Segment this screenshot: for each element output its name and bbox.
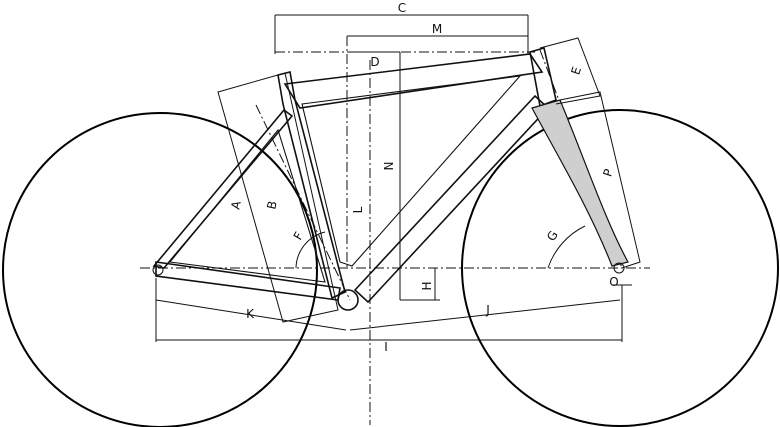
label-d: D [370, 55, 379, 69]
front-dropout [613, 262, 625, 274]
rear-triangle-inner [168, 128, 326, 283]
frame-inner-outline [301, 75, 522, 267]
fork [531, 99, 629, 267]
bottom-bracket [337, 289, 359, 311]
label-l: L [351, 206, 365, 213]
label-j: J [485, 303, 490, 317]
dim-e-box [539, 37, 601, 105]
label-p: P [600, 167, 616, 178]
head-tube [529, 46, 557, 108]
label-h: H [420, 281, 434, 290]
rear-dropout [152, 264, 164, 276]
label-i: I [384, 340, 388, 354]
dim-a-box [217, 72, 339, 323]
label-c: C [398, 1, 406, 15]
label-m: M [432, 22, 442, 36]
label-g: G [544, 228, 561, 243]
label-b: B [264, 200, 279, 211]
label-k: K [246, 307, 255, 321]
seat-stay [152, 108, 294, 269]
label-o: O [609, 275, 618, 289]
label-n: N [382, 162, 396, 171]
top-tube [283, 53, 544, 109]
down-tube [353, 94, 550, 304]
dim-g-arc [547, 225, 586, 269]
label-e: E [568, 65, 584, 77]
dim-k-line [155, 299, 347, 331]
dim-j-line [349, 299, 621, 331]
rear-wheel [2, 112, 318, 427]
label-f: F [291, 229, 307, 242]
seat-tube [277, 71, 346, 300]
dim-p-box [559, 91, 641, 269]
front-wheel [461, 109, 779, 427]
label-a: A [228, 199, 244, 211]
dim-f-arc [295, 231, 326, 269]
